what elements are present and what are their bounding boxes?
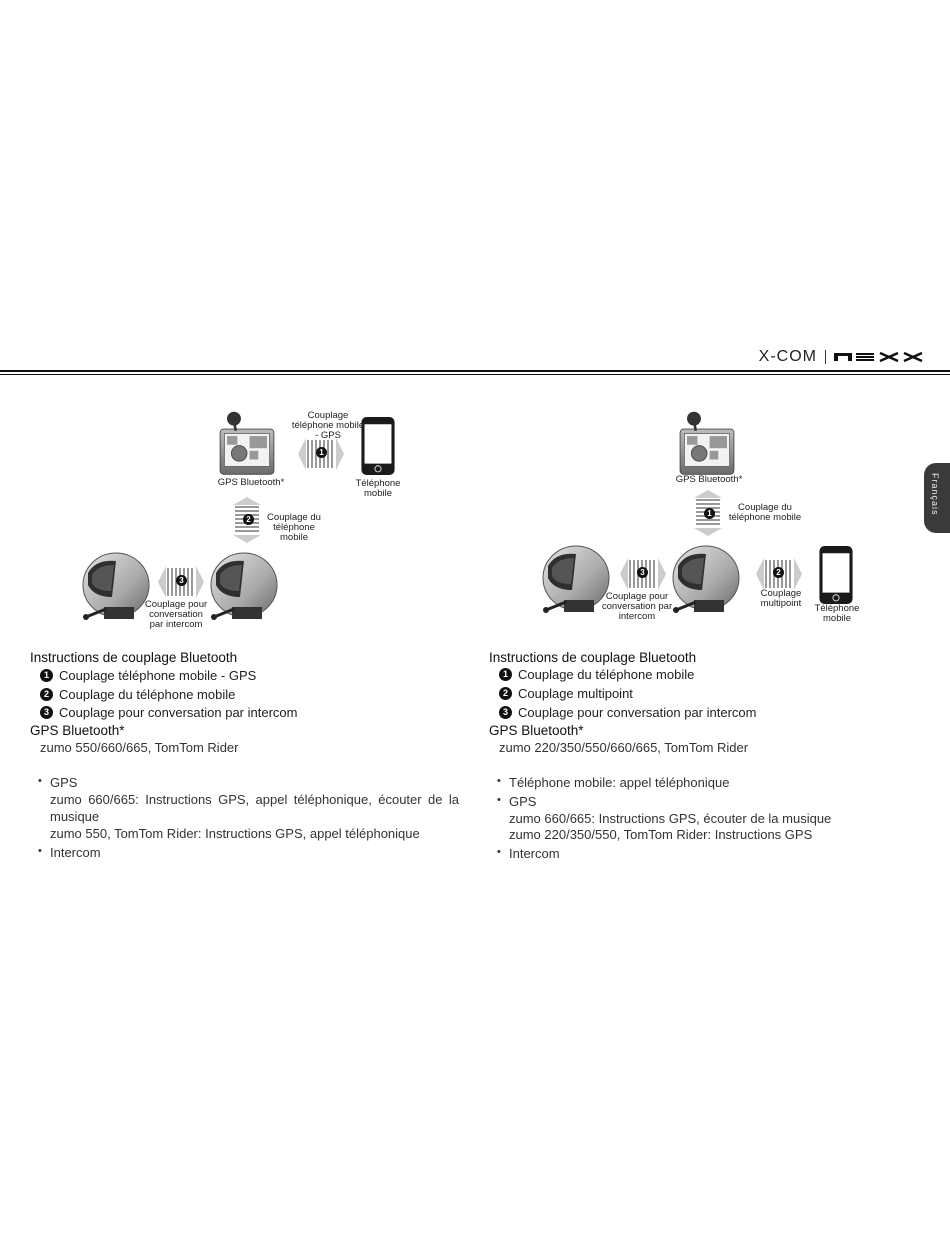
left-section-title: Instructions de couplage Bluetooth (30, 650, 238, 665)
left-gps-line1: zumo 660/665: Instructions GPS, appel té… (50, 792, 459, 807)
product-name: X-COM (758, 348, 817, 365)
right-bullet-gps: GPS (497, 794, 537, 809)
step-2-marker: 2 (773, 567, 784, 578)
smartphone-icon (819, 546, 853, 604)
right-label-gps: GPS Bluetooth* (675, 474, 743, 485)
left-label-pair-phone-gps: Couplage téléphone mobile - GPS (291, 410, 365, 441)
header-rule (0, 370, 950, 372)
left-step-1: 1 Couplage téléphone mobile - GPS (40, 668, 256, 683)
step-1-marker: 1 (499, 668, 512, 681)
right-step-3: 3 Couplage pour conversation par interco… (499, 705, 756, 720)
left-bullet-gps: GPS (38, 775, 78, 790)
step-1-marker: 1 (316, 447, 327, 458)
step-2-marker: 2 (40, 688, 53, 701)
step-1-marker: 1 (704, 508, 715, 519)
right-section-title: Instructions de couplage Bluetooth (489, 650, 697, 665)
step-3-marker: 3 (637, 567, 648, 578)
step-3-marker: 3 (176, 575, 187, 586)
right-gps-title: GPS Bluetooth* (489, 723, 584, 738)
right-bullet-phone: Téléphone mobile: appel téléphonique (497, 775, 729, 790)
brand-divider (825, 350, 826, 364)
helmet-icon (672, 544, 741, 614)
left-gps-line2: zumo 550, TomTom Rider: Instructions GPS… (50, 826, 420, 841)
right-gps-line2: zumo 220/350/550, TomTom Rider: Instruct… (509, 827, 813, 842)
right-label-intercom: Couplage pour conversation par intercom (601, 591, 673, 622)
left-gps-title: GPS Bluetooth* (30, 723, 125, 738)
left-label-gps: GPS Bluetooth* (217, 477, 285, 488)
left-gps-models: zumo 550/660/665, TomTom Rider (40, 740, 239, 755)
left-label-intercom: Couplage pour conversation par intercom (144, 599, 208, 630)
right-step-2: 2 Couplage multipoint (499, 686, 633, 701)
step-3-marker: 3 (499, 706, 512, 719)
gps-device-icon (218, 410, 276, 476)
left-step-2: 2 Couplage du téléphone mobile (40, 687, 235, 702)
right-bullet-intercom: Intercom (497, 846, 559, 861)
header-brand: X-COM (759, 348, 926, 366)
language-tab-label: Français (930, 473, 940, 516)
left-bullet-intercom: Intercom (38, 845, 100, 860)
left-step-3: 3 Couplage pour conversation par interco… (40, 705, 297, 720)
step-2-marker: 2 (499, 687, 512, 700)
left-gps-line1b: musique (50, 809, 100, 824)
right-label-multipoint: Couplage multipoint (760, 588, 802, 609)
left-label-pair-phone: Couplage du téléphone mobile (267, 512, 321, 543)
header-rule-thin (0, 374, 950, 375)
right-step-1: 1 Couplage du téléphone mobile (499, 667, 694, 682)
step-2-marker: 2 (243, 514, 254, 525)
nexx-logo-icon (834, 351, 923, 363)
right-label-pair-phone: Couplage du téléphone mobile (728, 502, 802, 523)
right-gps-models: zumo 220/350/550/660/665, TomTom Rider (499, 740, 749, 755)
gps-device-icon (678, 410, 736, 476)
left-label-phone: Téléphone mobile (355, 478, 401, 499)
right-label-phone: Téléphone mobile (814, 603, 860, 624)
right-gps-line1: zumo 660/665: Instructions GPS, écouter … (509, 811, 832, 826)
step-1-marker: 1 (40, 669, 53, 682)
step-3-marker: 3 (40, 706, 53, 719)
helmet-icon (210, 551, 279, 621)
smartphone-icon (361, 417, 395, 475)
language-tab[interactable]: Français (924, 463, 950, 533)
